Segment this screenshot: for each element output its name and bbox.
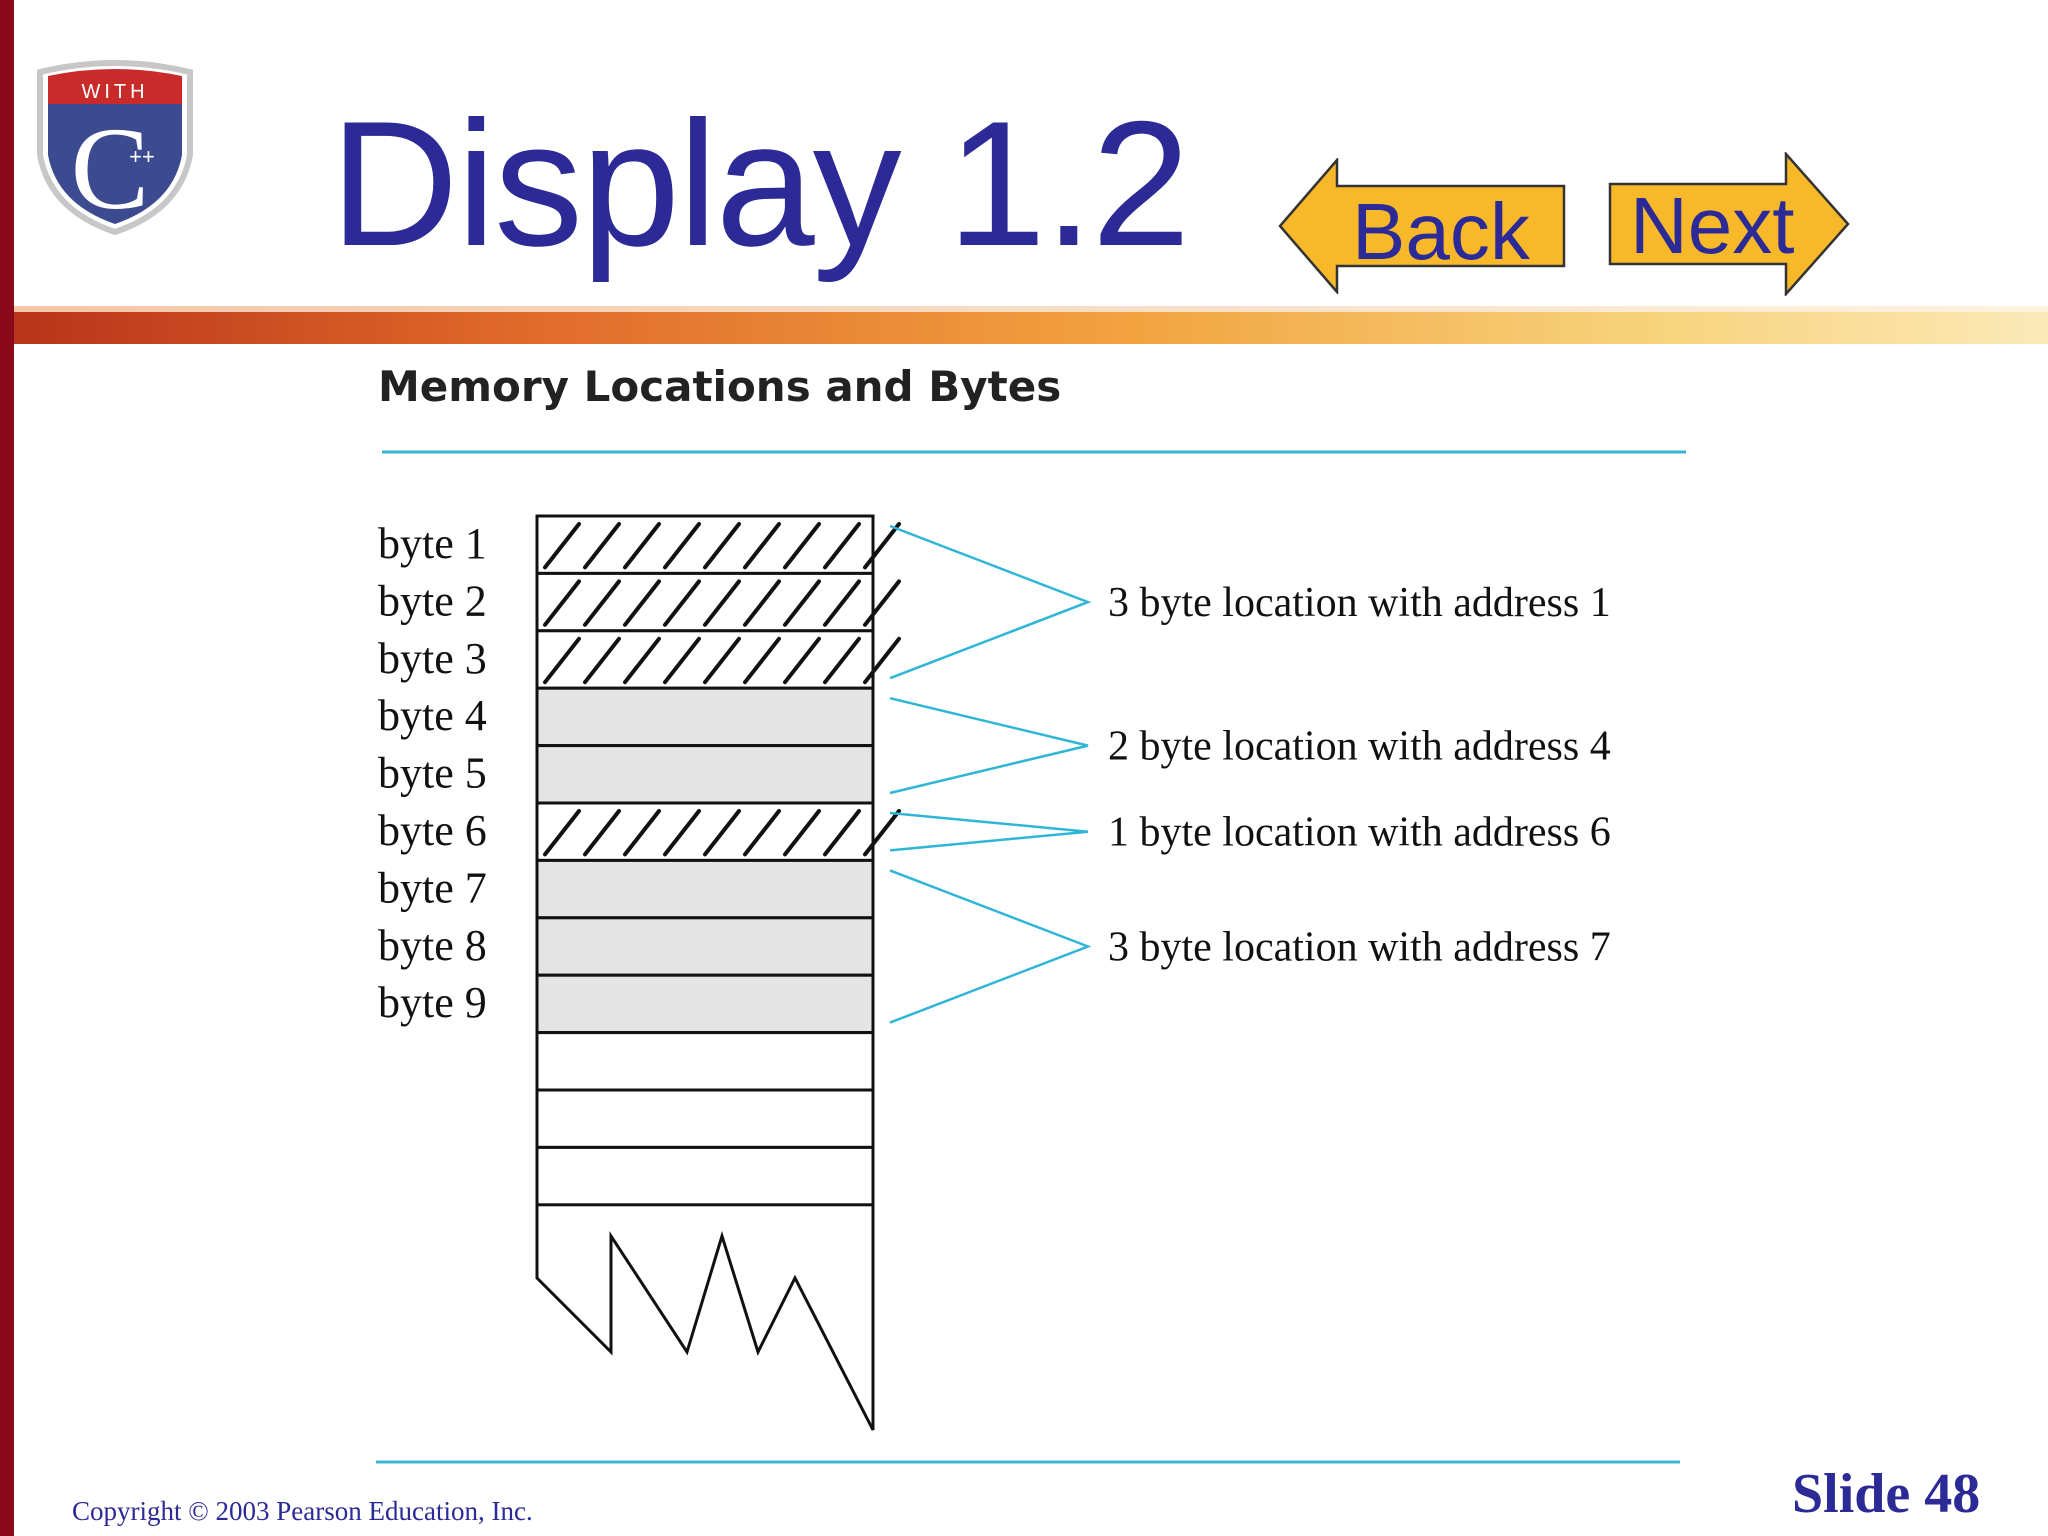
hatch-mark [783,522,821,570]
copyright-text: Copyright © 2003 Pearson Education, Inc. [72,1496,533,1526]
header-band-highlight [14,306,2048,314]
hatch-mark [703,809,741,857]
memory-cell [535,686,875,748]
memory-cell [535,1031,875,1092]
left-accent-strip [0,0,14,1536]
logo-letter: C [71,103,150,234]
location-pointer [889,869,1092,1024]
hatch-mark [663,636,701,685]
hatch-mark [823,636,861,685]
back-arrow-icon [1278,158,1566,294]
memory-cells [535,514,875,1207]
hatch-mark [663,579,701,627]
memory-cell [535,1145,875,1207]
hatch-mark [823,579,861,627]
next-button-label: Next [1630,181,1795,270]
hatch-marks [543,522,901,857]
byte-label: byte 2 [378,576,487,625]
hatch-mark [743,809,781,857]
hatch-mark [663,809,701,857]
byte-label: byte 1 [378,519,487,568]
hatch-mark [743,579,781,627]
memory-cell [535,629,875,690]
next-arrow-icon [1608,152,1850,296]
hatch-mark [863,522,901,570]
figure-heading: Memory Locations and Bytes [378,362,1062,411]
location-pointers [889,524,1092,1024]
hatch-mark [623,579,661,627]
hatch-mark [863,636,901,685]
back-button-label: Back [1352,187,1530,276]
hatch-mark [543,636,581,685]
hatch-mark [783,636,821,685]
hatch-mark [783,579,821,627]
hatch-mark [623,809,661,857]
location-labels: 3 byte location with address 1 2 byte loc… [1108,580,1611,970]
hatch-mark [663,522,701,570]
hatch-mark [583,579,621,627]
back-button[interactable]: Back [1278,158,1568,294]
hatch-mark [783,809,821,857]
memory-cell [535,1088,875,1149]
memory-cell [535,973,875,1035]
byte-label: byte 3 [378,634,487,683]
hatch-mark [623,636,661,685]
hatch-mark [583,809,621,857]
memory-cell [535,744,875,805]
location-label: 1 byte location with address 6 [1108,810,1611,856]
byte-label: byte 7 [378,863,487,912]
location-pointer [889,811,1089,852]
byte-labels: byte 1 byte 2 byte 3 byte 4 byte 5 byte 6 byte… [378,519,487,1027]
hatch-mark [543,579,581,627]
hatch-mark [703,579,741,627]
header-band [14,312,2048,344]
hatch-mark [623,522,661,570]
hatch-mark [583,522,621,570]
memory-continuation-edge [535,1202,875,1431]
hatch-mark [863,809,901,857]
location-pointer [889,696,1089,795]
location-label: 2 byte location with address 4 [1108,724,1611,770]
hatch-mark [703,522,741,570]
with-cpp-logo: WITH C ++ [30,60,200,240]
byte-label: byte 4 [378,691,487,740]
slide-number: Slide 48 [1792,1463,1981,1525]
byte-label: byte 9 [378,978,487,1027]
hatch-mark [583,636,621,685]
location-pointer [889,524,1092,680]
byte-label: byte 5 [378,749,487,798]
hatch-mark [703,636,741,685]
logo-with-text: WITH [81,81,148,103]
hatch-mark [863,579,901,627]
hatch-mark [543,522,581,570]
memory-cell [535,858,875,920]
byte-label: byte 6 [378,806,487,855]
hatch-mark [743,636,781,685]
hatch-mark [743,522,781,570]
logo-plus-text: ++ [129,144,155,169]
memory-cell [535,916,875,977]
hatch-mark [543,809,581,857]
byte-label: byte 8 [378,921,487,970]
location-label: 3 byte location with address 1 [1108,580,1611,626]
location-label: 3 byte location with address 7 [1108,925,1611,971]
hatch-mark [823,522,861,570]
hatch-mark [823,809,861,857]
next-button[interactable]: Next [1608,152,1850,296]
page-title: Display 1.2 [330,84,1191,283]
